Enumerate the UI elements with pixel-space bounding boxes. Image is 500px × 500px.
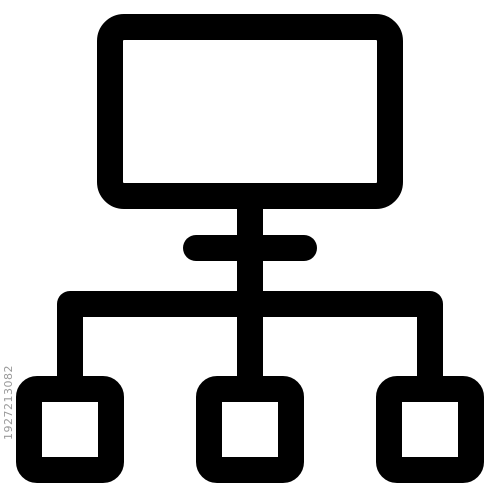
child-node-right bbox=[376, 376, 484, 483]
root-node-box bbox=[97, 14, 403, 209]
child-node-middle bbox=[196, 376, 304, 483]
child-node-left bbox=[16, 376, 124, 483]
